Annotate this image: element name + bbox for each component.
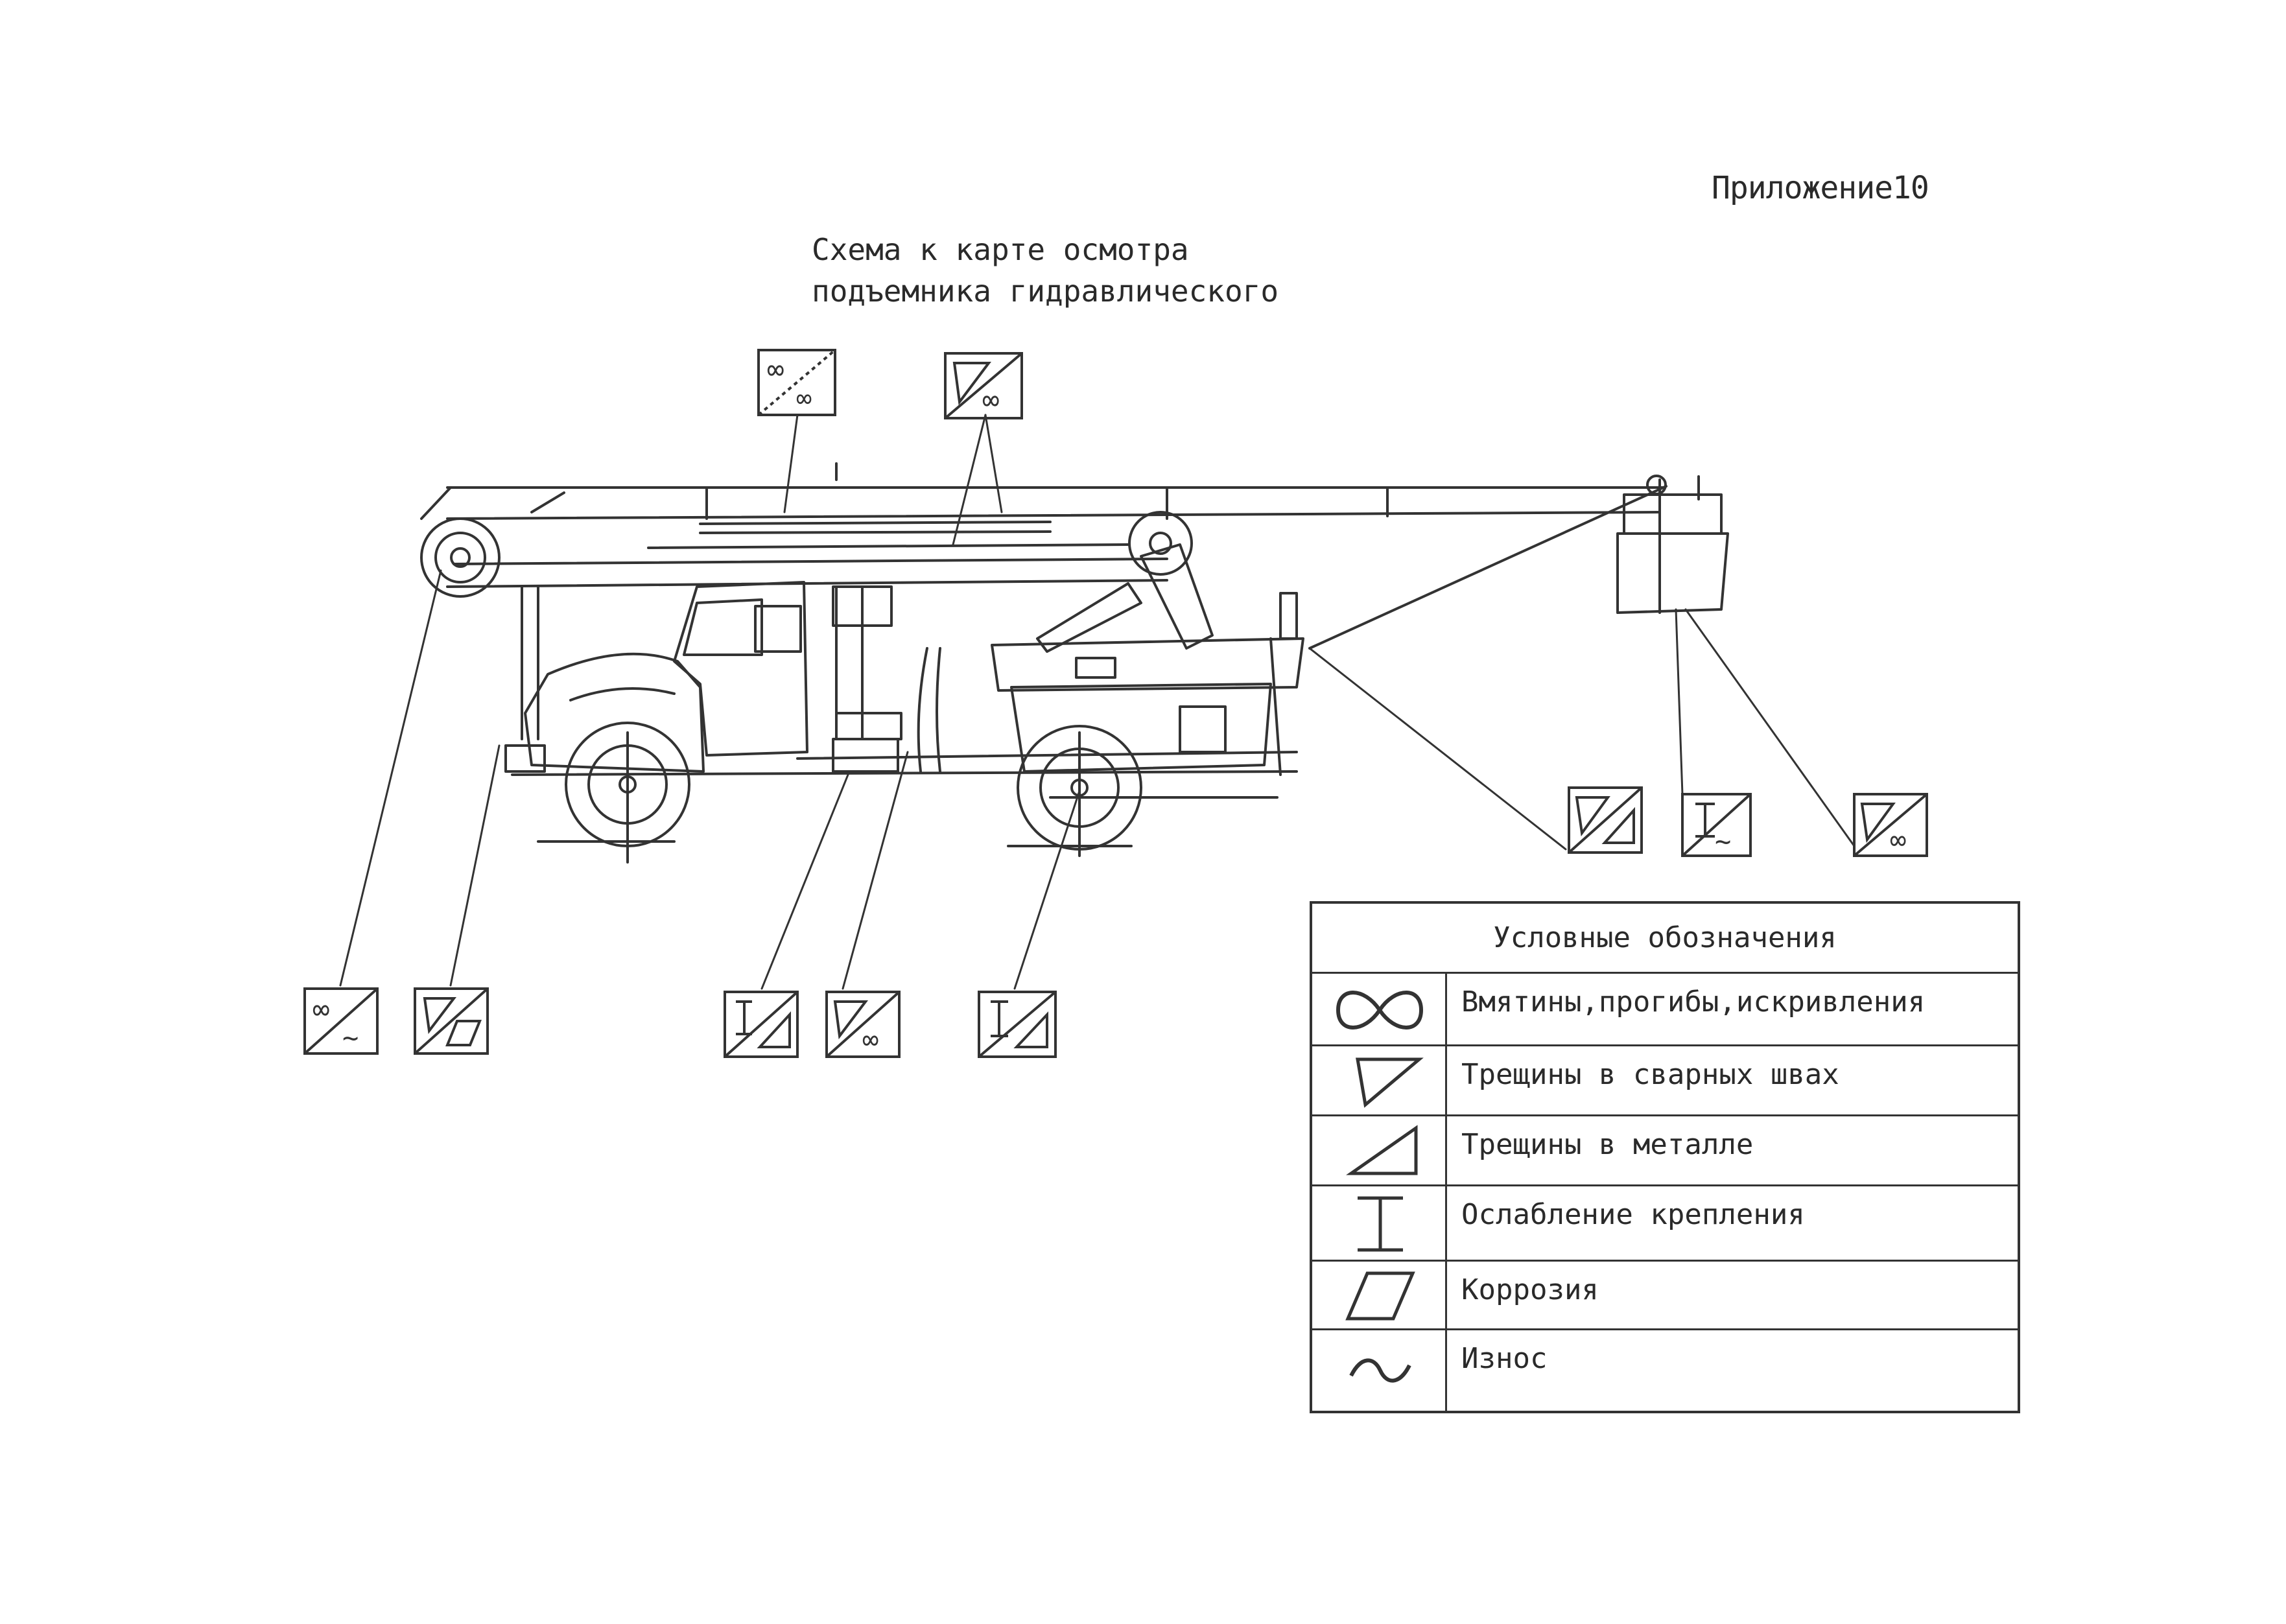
marker-pivot-joint [1568, 786, 1643, 854]
diagram-title-line-2: подъемника гидравлического [812, 274, 1279, 309]
legend-label: Трещины в металле [1461, 1128, 1754, 1161]
marker-front-bumper [414, 987, 489, 1055]
legend-label: Коррозия [1461, 1273, 1599, 1306]
legend-row-corrosion: Коррозия [1312, 1262, 2018, 1330]
corrosion-parallelogram-icon [1345, 1271, 1415, 1321]
loosening-i-beam-icon [1358, 1196, 1403, 1252]
diagram-title-line-1: Схема к карте осмотра [812, 232, 1189, 267]
legend-label: Ослабление крепления [1461, 1198, 1805, 1231]
marker-rear-axle [978, 991, 1057, 1058]
marker-boom-top-right: ∞ [944, 352, 1023, 419]
marker-basket: ∞ [1853, 793, 1928, 857]
legend-row-metal-cracks: Трещины в металле [1312, 1116, 2018, 1186]
marker-frame [724, 991, 799, 1058]
svg-text:∞: ∞ [862, 1024, 878, 1055]
metal-crack-triangle-icon [1346, 1125, 1418, 1175]
truck-cab [504, 581, 902, 773]
legend-label: Износ [1461, 1342, 1548, 1375]
svg-text:∞: ∞ [767, 353, 784, 386]
work-basket [1616, 475, 1729, 614]
rear-wheel [1017, 725, 1142, 857]
legend-row-dents: Вмятины,прогибы,искривления [1312, 974, 2018, 1046]
leader-lines [339, 414, 1856, 990]
weld-crack-triangle-icon [1356, 1057, 1424, 1108]
telescopic-boom [420, 462, 1664, 598]
marker-column-base: ∞ [825, 991, 901, 1058]
legend-label: Вмятины,прогибы,искривления [1461, 985, 1926, 1018]
legend-header: Условные обозначения [1312, 904, 2018, 974]
svg-text:∞: ∞ [982, 384, 1000, 417]
legend-table: Условные обозначения Вмятины,прогибы,иск… [1310, 901, 2020, 1413]
truck-frame [511, 592, 1304, 799]
appendix-label: Приложение10 [1712, 170, 1929, 206]
dent-infinity-icon [1336, 991, 1424, 1030]
svg-text:∞: ∞ [312, 993, 330, 1026]
wear-tilde-icon [1349, 1358, 1411, 1383]
legend-row-weld-cracks: Трещины в сварных швах [1312, 1046, 2018, 1116]
legend-label: Трещины в сварных швах [1461, 1058, 1839, 1091]
legend-row-loosening: Ослабление крепления [1312, 1186, 2018, 1262]
svg-text:∞: ∞ [796, 384, 812, 414]
marker-basket-mount: ~ [1681, 793, 1752, 857]
legend-row-wear: Износ [1312, 1330, 2018, 1411]
marker-boom-end-pulley: ∞ ~ [303, 987, 379, 1055]
svg-text:~: ~ [1715, 825, 1731, 857]
defect-markers: ∞ ∞ ∞ [303, 349, 1928, 1058]
svg-text:∞: ∞ [1890, 824, 1906, 856]
svg-text:~: ~ [342, 1022, 359, 1053]
marker-boom-top-left: ∞ ∞ [757, 349, 836, 416]
